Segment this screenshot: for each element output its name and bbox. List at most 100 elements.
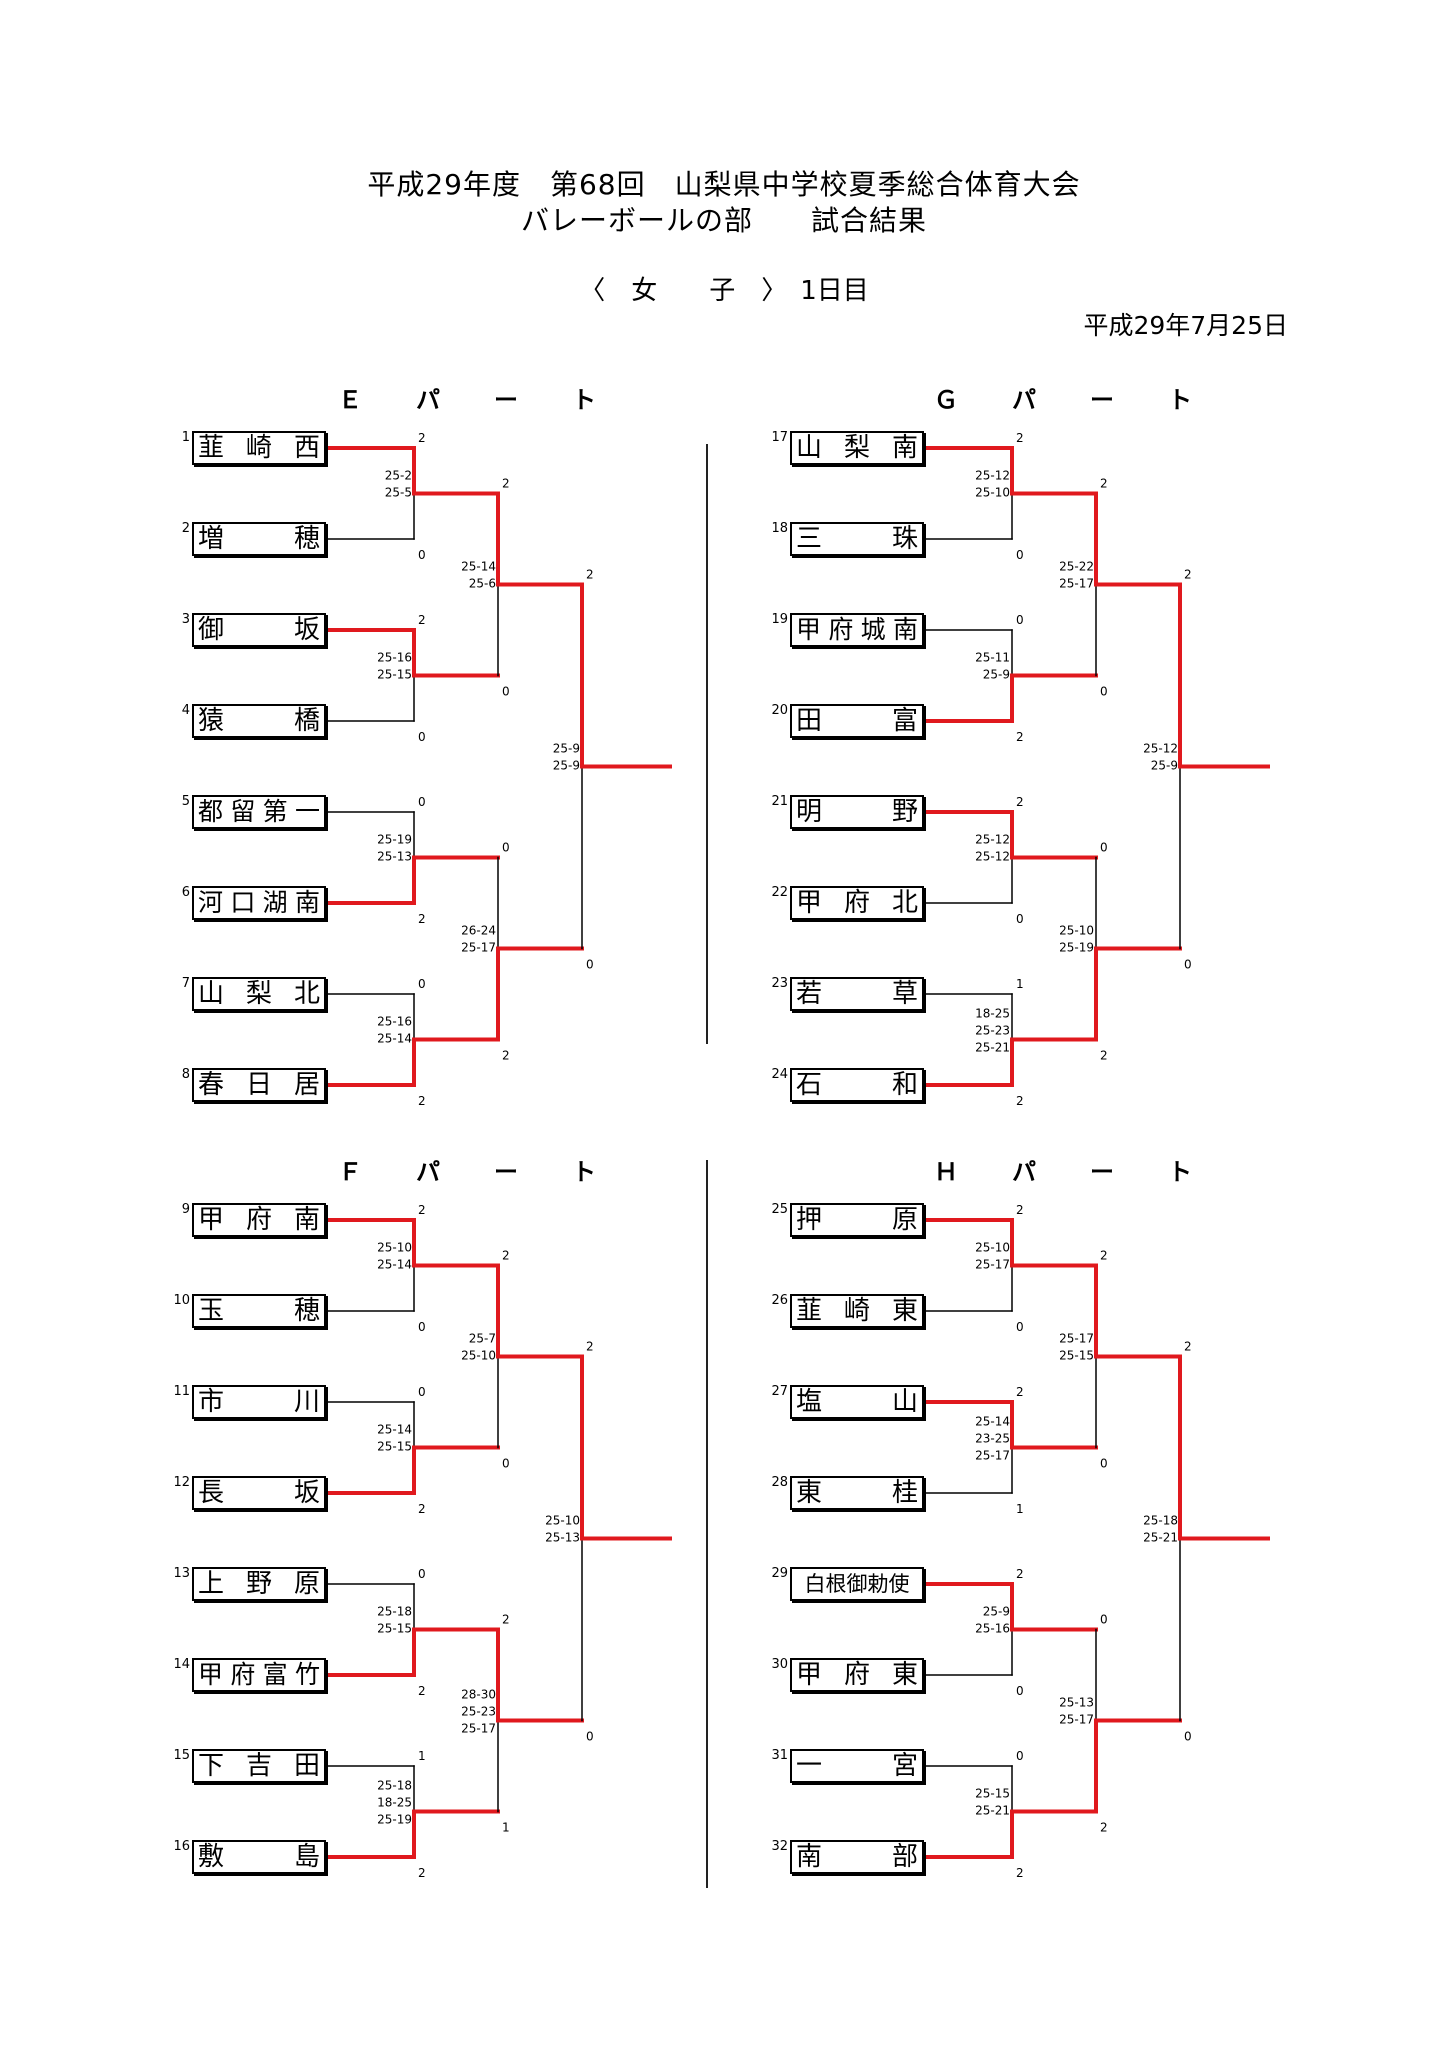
- r1-set-score: 25-15: [975, 1787, 1010, 1801]
- r1-score: 0: [418, 1320, 426, 1334]
- team-name: 増穂: [192, 522, 326, 556]
- r2-set-score: 26-24: [461, 924, 496, 938]
- r3-score: 2: [586, 568, 594, 582]
- seed-number: 9: [181, 1202, 190, 1217]
- r2-set-score: 25-17: [1059, 1713, 1094, 1727]
- r2-score: 0: [1100, 1613, 1108, 1627]
- r2-score: 2: [502, 1249, 510, 1263]
- seed-number: 24: [771, 1067, 788, 1082]
- team-name: 韮崎東: [790, 1294, 924, 1328]
- part-label: Ｆパート: [338, 1158, 650, 1186]
- team-name: 河口湖南: [192, 886, 326, 920]
- seed-number: 10: [173, 1293, 190, 1308]
- r1-score: 0: [1016, 912, 1024, 926]
- r1-set-score: 25-17: [975, 1449, 1010, 1463]
- r1-score: 1: [418, 1749, 426, 1763]
- r2-score: 2: [1100, 1821, 1108, 1835]
- column-divider-top: [706, 444, 708, 1044]
- r2-score: 0: [502, 1457, 510, 1471]
- r2-score: 0: [1100, 841, 1108, 855]
- r2-score: 0: [1100, 685, 1108, 699]
- r1-set-score: 25-16: [975, 1622, 1010, 1636]
- r1-set-score: 25-23: [975, 1024, 1010, 1038]
- team-name: 東桂: [790, 1476, 924, 1510]
- r1-set-score: 25-15: [377, 668, 412, 682]
- r1-set-score: 25-11: [975, 651, 1010, 665]
- seed-number: 1: [181, 430, 190, 445]
- r3-set-score: 25-9: [1151, 759, 1178, 773]
- team-name: 玉穂: [192, 1294, 326, 1328]
- r1-set-score: 25-9: [983, 1605, 1010, 1619]
- r1-score: 2: [418, 1684, 426, 1698]
- r3-set-score: 25-10: [545, 1514, 580, 1528]
- r3-score: 0: [1184, 958, 1192, 972]
- r1-score: 2: [418, 613, 426, 627]
- r3-set-score: 25-9: [553, 759, 580, 773]
- r2-set-score: 25-7: [469, 1332, 496, 1346]
- r1-set-score: 25-10: [975, 1241, 1010, 1255]
- r2-score: 2: [1100, 1249, 1108, 1263]
- team-name: 甲府東: [790, 1658, 924, 1692]
- team-name: 南部: [790, 1840, 924, 1874]
- r1-score: 2: [418, 431, 426, 445]
- team-name: 塩山: [790, 1385, 924, 1419]
- r1-score: 0: [1016, 548, 1024, 562]
- r2-score: 0: [1100, 1457, 1108, 1471]
- r1-set-score: 25-10: [377, 1241, 412, 1255]
- r1-score: 2: [1016, 431, 1024, 445]
- part-label: Ｅパート: [338, 386, 650, 414]
- r1-set-score: 25-16: [377, 1015, 412, 1029]
- seed-number: 30: [771, 1657, 788, 1672]
- seed-number: 3: [181, 612, 190, 627]
- r1-score: 0: [418, 1385, 426, 1399]
- r1-score: 2: [418, 1502, 426, 1516]
- team-name: 一宮: [790, 1749, 924, 1783]
- seed-number: 29: [771, 1566, 788, 1581]
- seed-number: 5: [181, 794, 190, 809]
- r1-score: 1: [1016, 977, 1024, 991]
- r1-score: 2: [1016, 1567, 1024, 1581]
- seed-number: 28: [771, 1475, 788, 1490]
- r1-set-score: 25-15: [377, 1622, 412, 1636]
- team-name: 猿橋: [192, 704, 326, 738]
- team-name: 長坂: [192, 1476, 326, 1510]
- r2-score: 1: [502, 1821, 510, 1835]
- r3-score: 0: [586, 1730, 594, 1744]
- team-name: 石和: [790, 1068, 924, 1102]
- r1-set-score: 25-2: [385, 469, 412, 483]
- team-name: 山梨北: [192, 977, 326, 1011]
- r2-set-score: 25-17: [1059, 1332, 1094, 1346]
- r1-score: 1: [1016, 1502, 1024, 1516]
- r1-score: 2: [1016, 1866, 1024, 1880]
- r3-set-score: 25-13: [545, 1531, 580, 1545]
- team-name: 都留第一: [192, 795, 326, 829]
- seed-number: 16: [173, 1839, 190, 1854]
- r1-set-score: 25-14: [377, 1032, 412, 1046]
- r1-score: 2: [1016, 1203, 1024, 1217]
- seed-number: 31: [771, 1748, 788, 1763]
- r1-set-score: 25-14: [377, 1423, 412, 1437]
- seed-number: 8: [181, 1067, 190, 1082]
- r1-score: 2: [418, 1866, 426, 1880]
- seed-number: 32: [771, 1839, 788, 1854]
- r1-score: 2: [1016, 795, 1024, 809]
- r2-set-score: 25-17: [461, 941, 496, 955]
- title-line-2: バレーボールの部 試合結果: [520, 204, 927, 237]
- team-name: 甲府北: [790, 886, 924, 920]
- seed-number: 17: [771, 430, 788, 445]
- r2-set-score: 25-19: [1059, 941, 1094, 955]
- team-name: 田富: [790, 704, 924, 738]
- r2-set-score: 25-22: [1059, 560, 1094, 574]
- r1-set-score: 25-5: [385, 486, 412, 500]
- seed-number: 26: [771, 1293, 788, 1308]
- team-name: 御坂: [192, 613, 326, 647]
- r3-set-score: 25-12: [1143, 742, 1178, 756]
- r3-score: 2: [1184, 1340, 1192, 1354]
- r1-set-score: 25-21: [975, 1804, 1010, 1818]
- r1-set-score: 25-10: [975, 486, 1010, 500]
- seed-number: 21: [771, 794, 788, 809]
- r1-set-score: 25-14: [975, 1415, 1010, 1429]
- r1-score: 2: [1016, 1385, 1024, 1399]
- r1-score: 0: [1016, 1684, 1024, 1698]
